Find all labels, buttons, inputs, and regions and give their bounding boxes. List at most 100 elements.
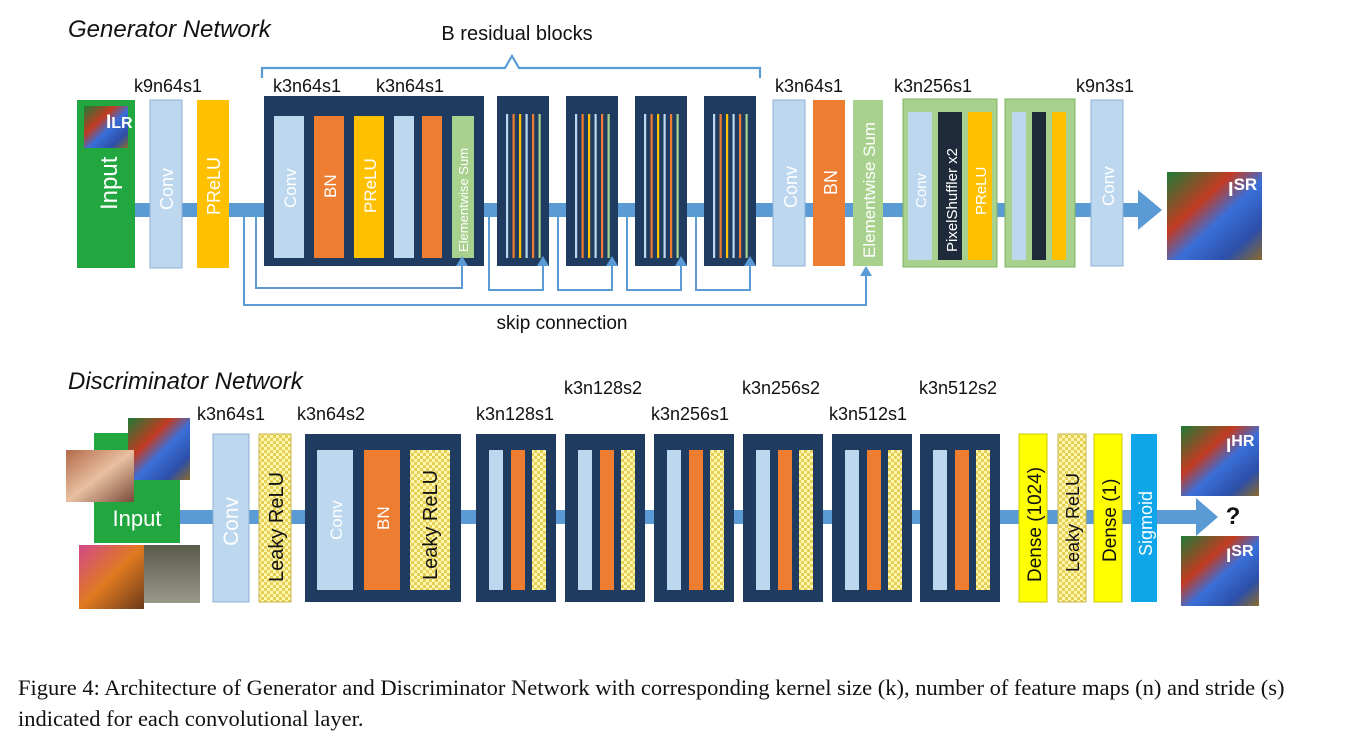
residual-stripe <box>663 114 666 258</box>
d-block-layer <box>955 450 969 590</box>
d-block-layer <box>489 450 503 590</box>
residual-stripe <box>719 114 722 258</box>
param-post-conv: k3n64s1 <box>775 76 843 96</box>
residual-bracket <box>260 53 762 78</box>
res-conv1 <box>274 116 304 258</box>
discriminator-input-label: Input <box>113 506 162 531</box>
hr-label: IHR <box>1226 433 1255 457</box>
d-block-stripes <box>489 450 990 590</box>
param-d-b1: k3n64s1 <box>197 404 265 424</box>
generator-conv-in-label: Conv <box>157 168 177 210</box>
d-block-layer <box>511 450 525 590</box>
residual-stripe <box>601 114 604 258</box>
residual-stripe <box>581 114 584 258</box>
figure-caption: Figure 4: Architecture of Generator and … <box>18 675 1285 731</box>
head-leaky-relu-label: Leaky ReLU <box>1063 473 1083 572</box>
upsample-conv <box>908 112 932 260</box>
residual-block-4 <box>635 96 687 266</box>
residual-skip-lines <box>243 210 867 306</box>
residual-stripe <box>607 114 610 258</box>
residual-stripe <box>538 114 541 258</box>
pixel-shuffler <box>938 112 962 260</box>
question-mark: ? <box>1226 503 1241 530</box>
d-block-layer <box>845 450 859 590</box>
sr-image <box>1181 536 1259 606</box>
upsample2-conv <box>1012 112 1026 260</box>
residual-stripe <box>745 114 748 258</box>
param-d-b2: k3n64s2 <box>297 404 365 424</box>
residual-block-stripes <box>506 114 748 258</box>
d-block-layer <box>778 450 792 590</box>
residual-stripe <box>657 114 660 258</box>
residual-stripe <box>732 114 735 258</box>
res-conv2 <box>394 116 414 258</box>
residual-stripe <box>532 114 535 258</box>
post-elementwise-sum <box>853 100 883 266</box>
d-block-bn <box>364 450 400 590</box>
res-prelu-label: PReLU <box>361 158 380 213</box>
input-img-face <box>66 450 134 502</box>
res-sum-label: Elementwise Sum <box>456 148 471 252</box>
res-conv1-label: Conv <box>281 168 300 208</box>
residual-stripe <box>525 114 528 258</box>
residual-stripe <box>650 114 653 258</box>
dense-1-label: Dense (1) <box>1100 479 1121 562</box>
post-sum-label: Elementwise Sum <box>860 122 879 258</box>
d-block-layer <box>578 450 592 590</box>
upsample2-shuffler <box>1032 112 1046 260</box>
param-res-conv1: k3n64s1 <box>273 76 341 96</box>
sr-output-image <box>1167 172 1262 260</box>
sr-output-label: ISR <box>1228 175 1257 201</box>
generator-conv-out <box>1090 99 1124 267</box>
generator-conv-out-label: Conv <box>1099 166 1118 206</box>
discriminator-conv <box>212 433 250 603</box>
generator-input-label: Input <box>96 156 123 210</box>
discriminator-input-images <box>66 418 200 609</box>
residual-block-3 <box>566 96 618 266</box>
param-d-b8: k3n512s2 <box>919 378 997 398</box>
d-block-layer <box>799 450 813 590</box>
architecture-diagram: Generator Network B residual blocks k9n6… <box>66 16 1262 609</box>
residual-stripe <box>588 114 591 258</box>
residual-block-2 <box>497 96 549 266</box>
post-conv <box>772 99 806 267</box>
residual-blocks-condensed <box>497 96 756 266</box>
d-block-layer <box>689 450 703 590</box>
dense-1024-label: Dense (1024) <box>1025 467 1046 582</box>
param-d-b7: k3n512s1 <box>829 404 907 424</box>
discriminator-conv-label: Conv <box>220 496 243 546</box>
input-img-mandrill <box>128 418 190 480</box>
lr-input-image <box>84 106 128 148</box>
d-block-layer <box>667 450 681 590</box>
upsample-prelu-label: PReLU <box>973 167 990 215</box>
residual-block-5 <box>704 96 756 266</box>
param-d-b5: k3n256s1 <box>651 404 729 424</box>
residual-stripe <box>713 114 716 258</box>
pixel-shuffler-label: PixelShuffler x2 <box>944 148 961 252</box>
lr-label: ILR <box>106 112 133 133</box>
res-elementwise-sum <box>452 116 474 258</box>
d-block-layer <box>532 450 546 590</box>
d-block-layer <box>933 450 947 590</box>
dense-1 <box>1093 433 1123 603</box>
generator-title: Generator Network <box>68 16 273 43</box>
sigmoid-label: Sigmoid <box>1136 491 1156 556</box>
skip-connection-label: skip connection <box>497 313 628 334</box>
residual-stripe <box>644 114 647 258</box>
res-bn1-label: BN <box>321 174 340 198</box>
d-block-layer <box>621 450 635 590</box>
param-conv-out: k9n3s1 <box>1076 76 1134 96</box>
residual-stripe <box>506 114 509 258</box>
discriminator-arrow-head <box>1196 498 1218 536</box>
res-bn1 <box>314 116 344 258</box>
d-block-bn-label: BN <box>374 506 393 530</box>
param-conv-in: k9n64s1 <box>134 76 202 96</box>
generator-arrow-head <box>1138 190 1162 230</box>
d-block-layer <box>888 450 902 590</box>
skip-arrowheads <box>456 256 872 276</box>
hr-image <box>1181 426 1259 496</box>
d-block-conv <box>317 450 353 590</box>
discriminator-leaky-relu-label: Leaky ReLU <box>266 472 288 582</box>
post-bn <box>813 100 845 266</box>
param-d-b4: k3n128s2 <box>564 378 642 398</box>
